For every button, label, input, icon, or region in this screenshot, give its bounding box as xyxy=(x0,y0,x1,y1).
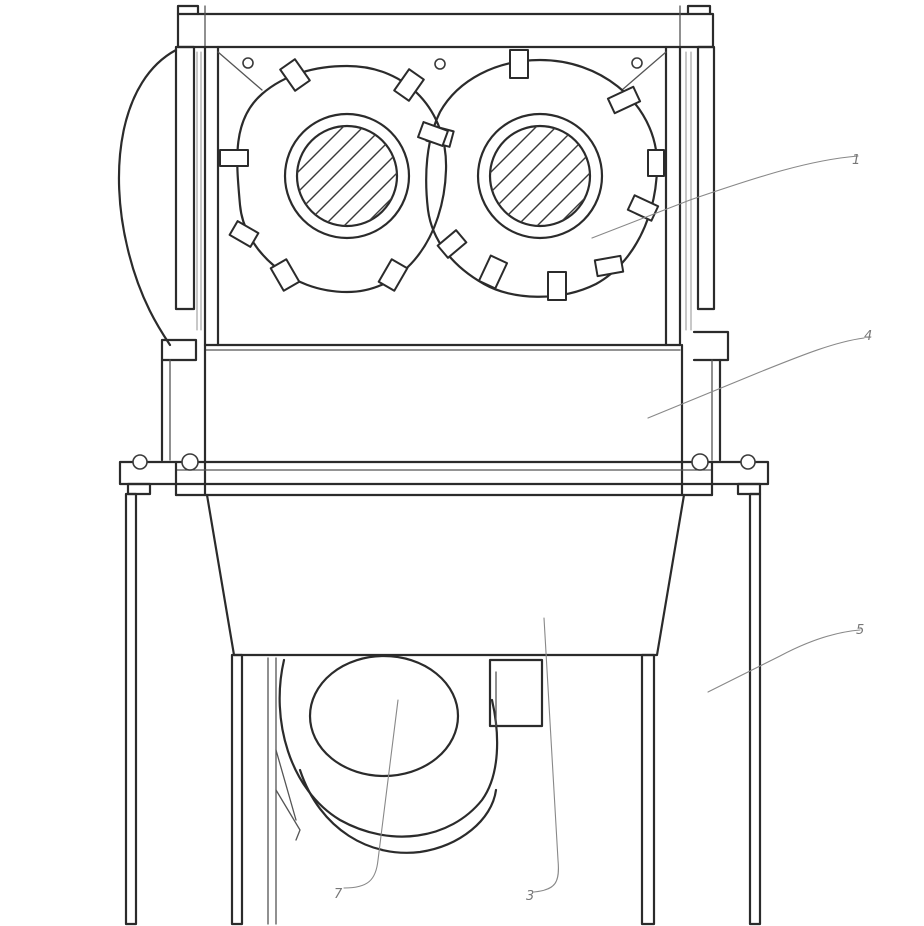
support-legs xyxy=(124,492,762,926)
callout-support-frame: 5 xyxy=(707,623,864,693)
label-shredder-rollers: 1 xyxy=(852,153,860,168)
crushing-box xyxy=(160,343,722,497)
shredder-roller-left xyxy=(219,58,455,294)
callout-shredder-rollers: 1 xyxy=(591,153,860,239)
frame-bolt-icon xyxy=(740,454,756,470)
plate-bolt-icon xyxy=(434,58,446,70)
frame-bolt-icon xyxy=(132,454,148,470)
motor xyxy=(278,654,544,854)
frame-crossbar xyxy=(118,453,770,497)
label-motor: 7 xyxy=(334,887,343,902)
label-support-frame: 5 xyxy=(856,623,864,638)
shredder-housing xyxy=(117,4,730,362)
frame-bolt-icon xyxy=(691,453,709,471)
frame-bolt-icon xyxy=(181,453,199,471)
plate-bolt-icon xyxy=(631,57,643,69)
plate-bolt-icon xyxy=(242,57,254,69)
shredder-roller-right xyxy=(417,49,665,301)
callout-hopper: 3 xyxy=(526,617,559,904)
callout-crushing-box: 4 xyxy=(647,329,872,419)
hopper xyxy=(205,493,686,657)
callout-motor: 7 xyxy=(334,699,399,902)
label-crushing-box: 4 xyxy=(864,329,872,344)
label-hopper: 3 xyxy=(526,889,534,904)
